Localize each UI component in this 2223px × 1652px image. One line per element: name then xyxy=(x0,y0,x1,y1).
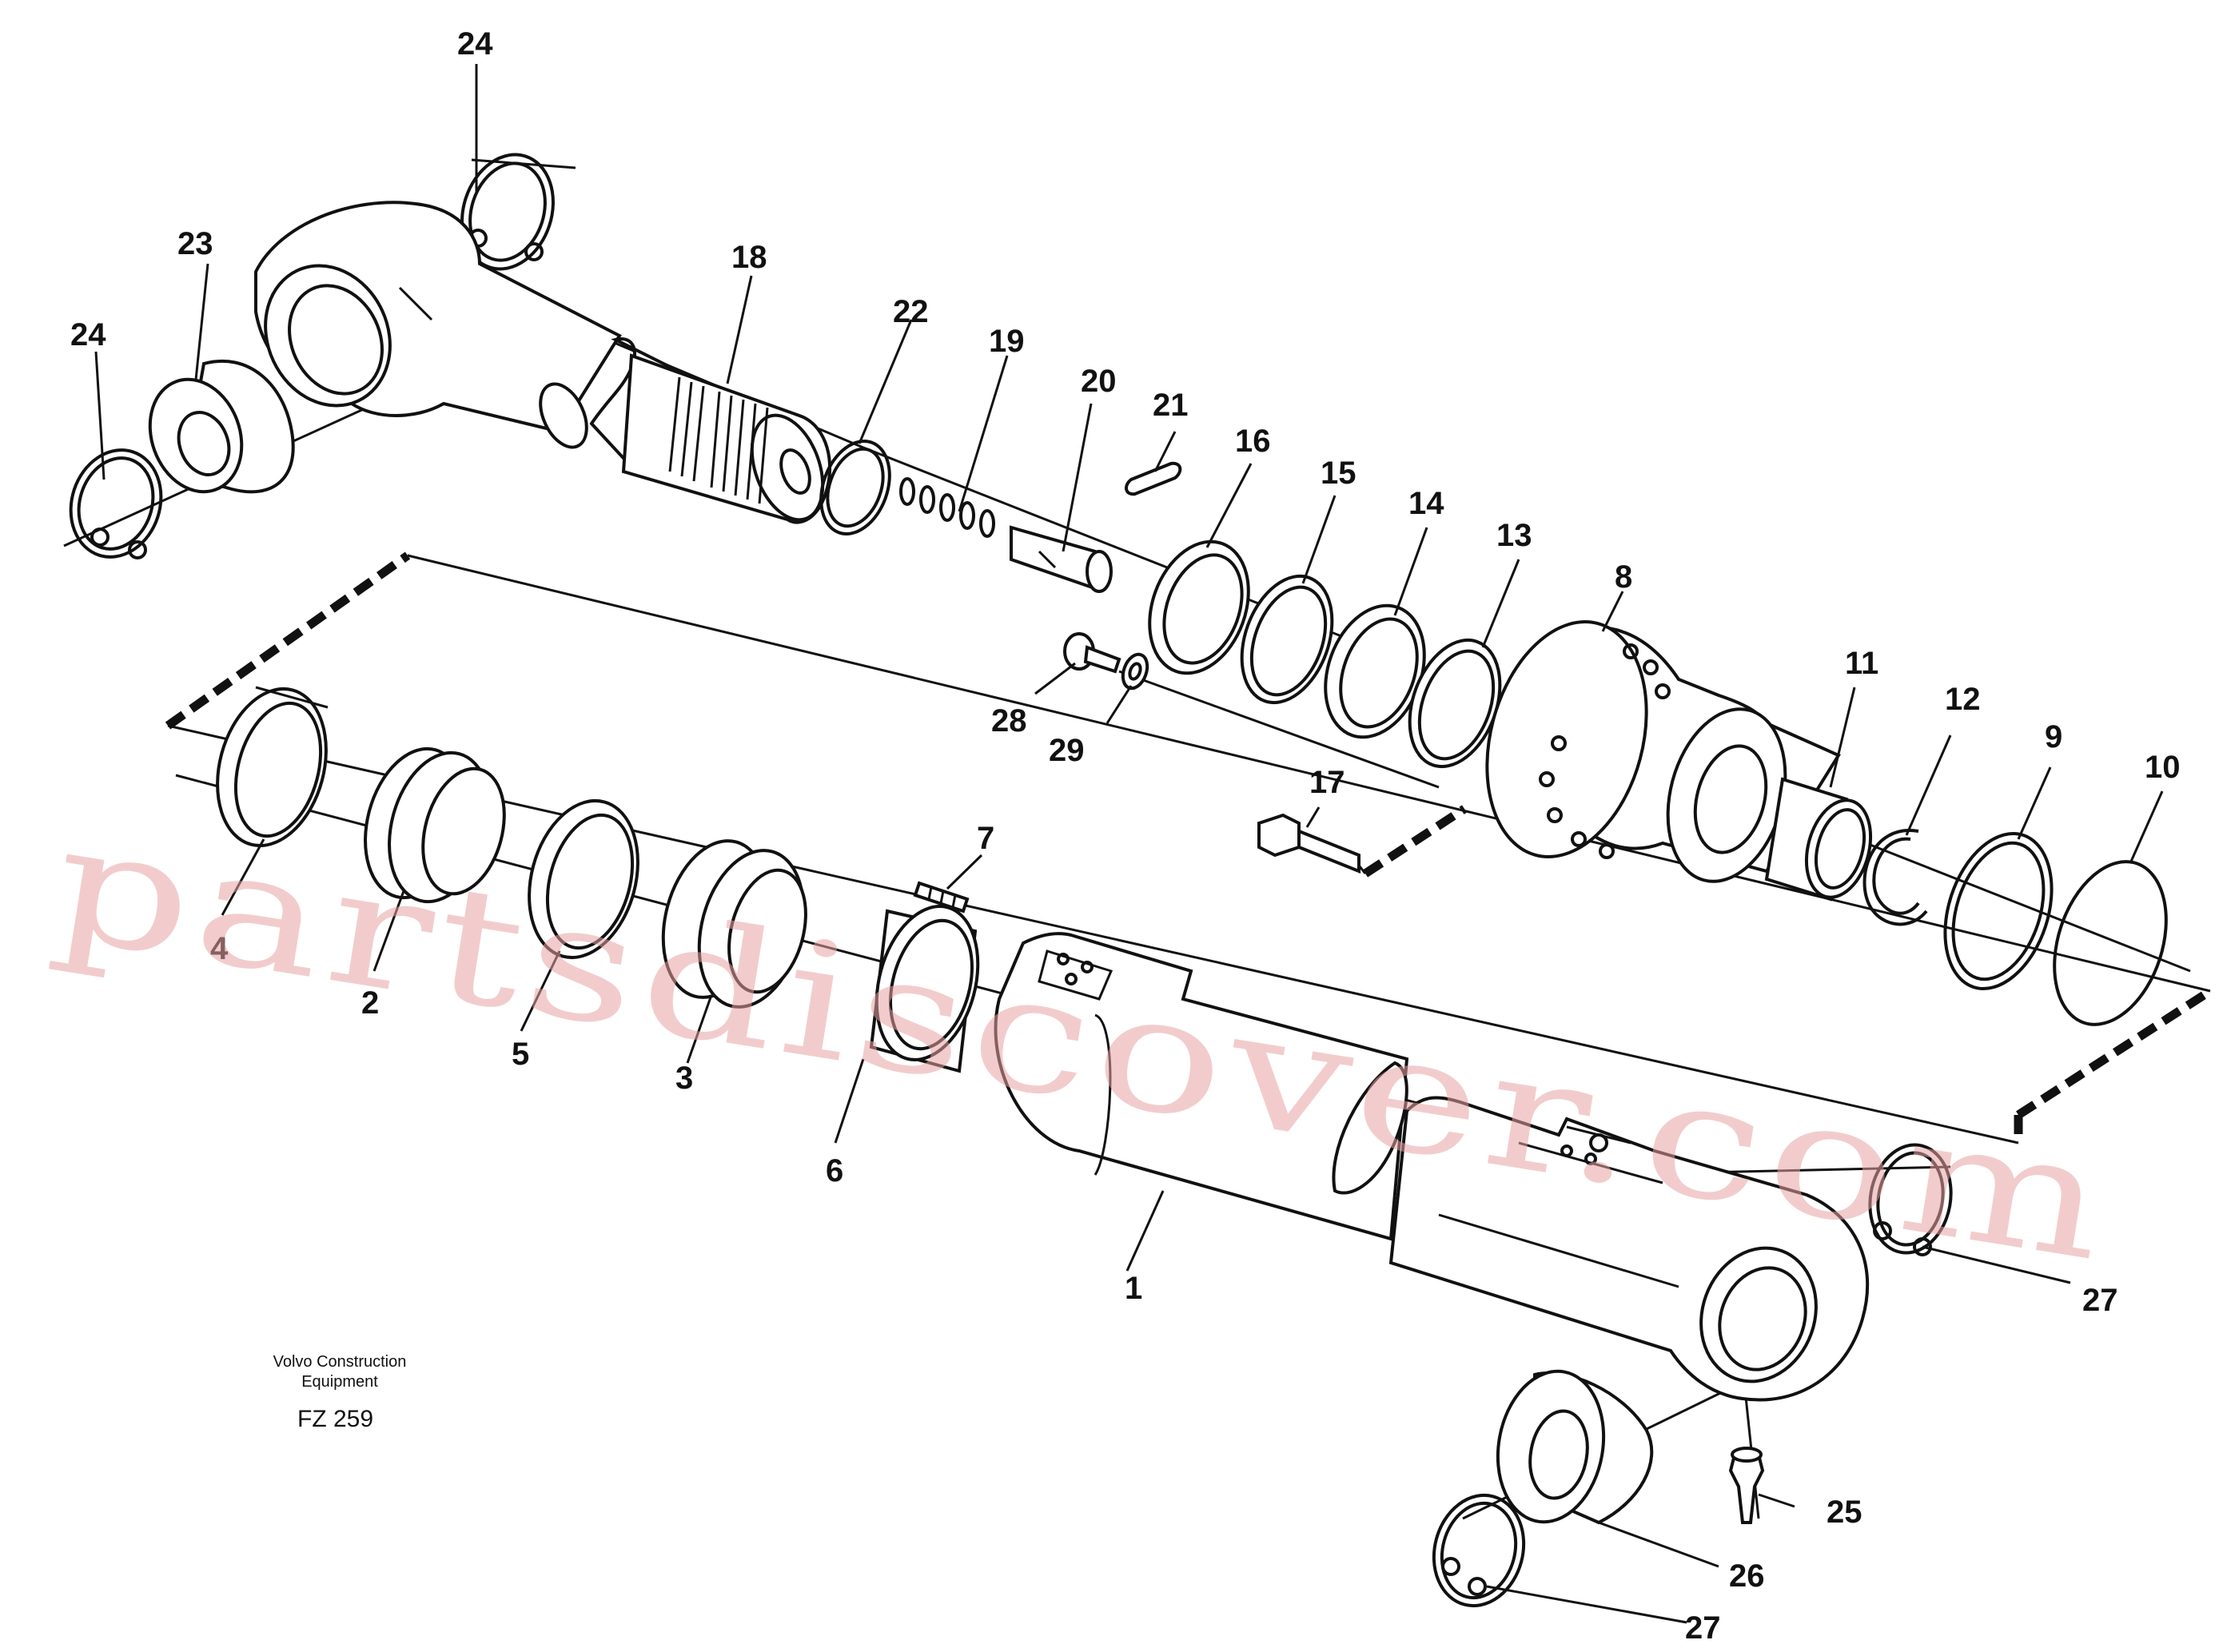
callout-22: 22 xyxy=(893,294,929,329)
callout-6: 6 xyxy=(826,1153,843,1188)
lock-ring xyxy=(1862,829,1928,926)
callout-25: 25 xyxy=(1827,1495,1862,1530)
snap-ring-left xyxy=(69,448,163,559)
callout-16: 16 xyxy=(1235,424,1271,459)
callout-19: 19 xyxy=(989,324,1025,359)
piston xyxy=(621,353,832,524)
manufacturer-line-1: Volvo Construction xyxy=(273,1353,407,1371)
callout-17: 17 xyxy=(1309,765,1345,800)
rod-eye xyxy=(254,201,622,449)
callouts: 24 23 24 18 22 19 20 21 16 15 14 13 8 11… xyxy=(70,26,2181,1646)
o-ring-head xyxy=(2053,860,2168,1026)
callout-2: 2 xyxy=(361,985,379,1021)
callout-7: 7 xyxy=(977,821,994,856)
callout-27-lower: 27 xyxy=(1685,1610,1721,1646)
leader-lines xyxy=(94,64,2164,1624)
cylinder-bottom-eye xyxy=(1388,1096,1870,1402)
callout-14: 14 xyxy=(1408,486,1444,521)
snap-ring-right xyxy=(1868,1143,1953,1256)
back-up-ring xyxy=(1943,831,2054,991)
caption: Volvo Construction Equipment FZ 259 xyxy=(273,1353,407,1432)
wiper-seal xyxy=(1148,539,1250,675)
callout-21: 21 xyxy=(1153,388,1189,423)
bushing xyxy=(1764,777,1873,902)
piston-nut xyxy=(661,839,807,1009)
callout-24-left: 24 xyxy=(70,317,106,352)
pin xyxy=(1125,461,1182,496)
callout-11: 11 xyxy=(1845,646,1878,681)
grease-nipple xyxy=(1728,1447,1765,1524)
callout-27-right: 27 xyxy=(2082,1283,2118,1318)
bolt xyxy=(1257,813,1360,874)
stop-sleeve xyxy=(869,905,980,1073)
callout-20: 20 xyxy=(1081,364,1117,399)
buffer-seal xyxy=(1408,638,1502,769)
callout-3: 3 xyxy=(675,1061,693,1096)
cylinder-tube xyxy=(994,932,1409,1241)
callout-1: 1 xyxy=(1125,1271,1142,1306)
callout-5: 5 xyxy=(512,1037,529,1072)
seal-ring xyxy=(528,798,639,960)
callout-15: 15 xyxy=(1321,456,1357,491)
callout-29: 29 xyxy=(1049,733,1085,768)
callout-23: 23 xyxy=(177,226,213,261)
grease-nipple-small xyxy=(913,881,970,914)
callout-28: 28 xyxy=(991,703,1027,738)
guide-ring-piston xyxy=(216,686,329,848)
callout-9: 9 xyxy=(2045,719,2062,754)
callout-12: 12 xyxy=(1945,682,1981,717)
spring xyxy=(899,477,995,538)
valve-plunger xyxy=(1010,525,1113,593)
rod-seal xyxy=(1240,574,1334,705)
callout-4: 4 xyxy=(210,931,229,966)
o-ring xyxy=(819,439,891,536)
callout-10: 10 xyxy=(2145,750,2181,785)
spherical-bearing-lower xyxy=(1496,1369,1654,1525)
washer xyxy=(1121,652,1149,691)
manufacturer-line-2: Equipment xyxy=(301,1373,378,1391)
screw xyxy=(1063,632,1121,674)
snap-ring-lower xyxy=(1432,1493,1526,1608)
spherical-bearing-upper xyxy=(148,359,295,494)
callout-26: 26 xyxy=(1729,1558,1765,1594)
callout-24-upper: 24 xyxy=(457,26,493,62)
figure-code: FZ 259 xyxy=(297,1406,373,1432)
callout-8: 8 xyxy=(1615,559,1632,595)
piston-seal xyxy=(364,746,506,904)
callout-13: 13 xyxy=(1496,518,1532,553)
callout-18: 18 xyxy=(731,240,767,275)
cylinder-head xyxy=(1485,620,1841,883)
